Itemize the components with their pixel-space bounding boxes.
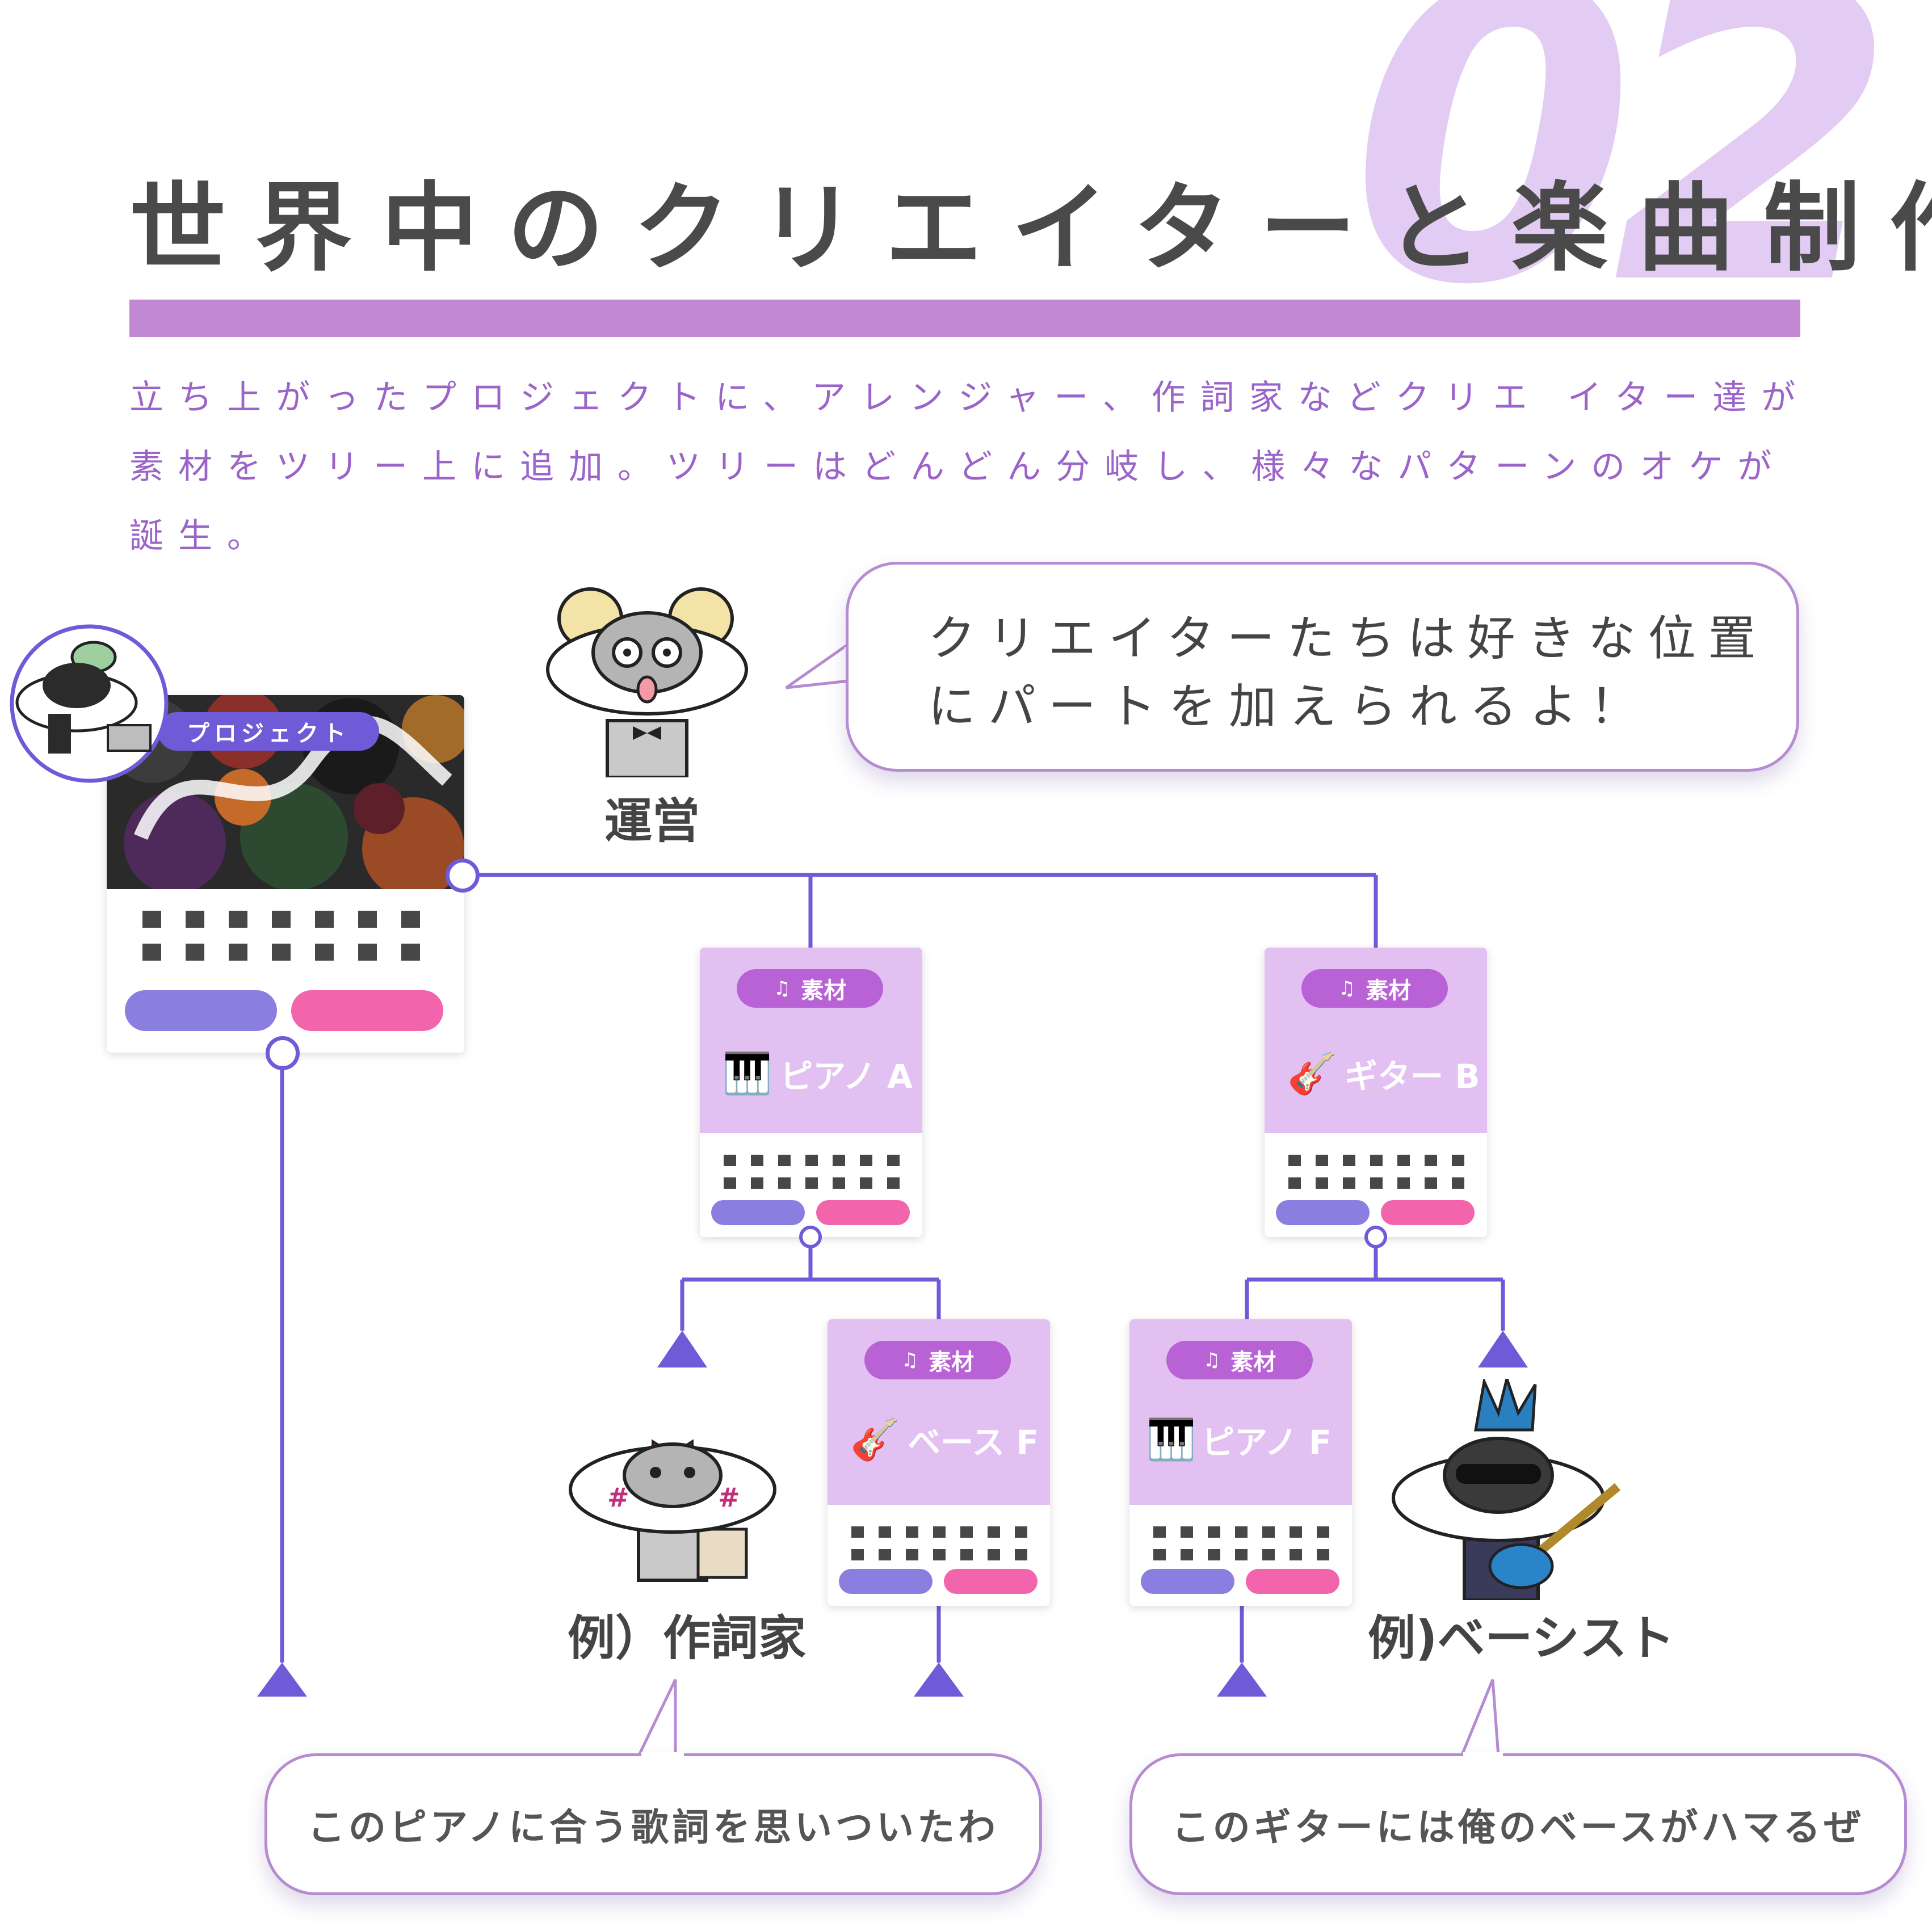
- material-tag: ♫ 素材: [1301, 969, 1448, 1008]
- pink-action-pill[interactable]: [1246, 1569, 1339, 1594]
- pink-action-pill[interactable]: [1381, 1200, 1475, 1225]
- operator-label: 運営: [604, 793, 700, 849]
- lyricist-label: 例）作詞家: [568, 1610, 807, 1666]
- section-number: 02: [1351, 0, 1897, 374]
- branch-arrow: [914, 1663, 964, 1697]
- page-title: 世界中のクリエイターと楽曲制作: [129, 172, 1932, 285]
- material-tag: ♫ 素材: [737, 969, 883, 1008]
- project-tag: プロジェクト: [158, 712, 379, 751]
- lyricist-speech-text: このピアノに合う歌詞を思いついたわ: [307, 1806, 999, 1849]
- part-name: ベース F: [908, 1423, 1039, 1462]
- branch-arrow: [1478, 1331, 1528, 1367]
- material-placeholder-dots: [851, 1526, 1027, 1560]
- project-placeholder-dots: [142, 911, 420, 961]
- speech-bubble-tail: [785, 641, 851, 689]
- material-card-piano-a[interactable]: ♫ 素材 🎹 ピアノ A: [700, 948, 922, 1237]
- pink-action-pill[interactable]: [944, 1569, 1038, 1594]
- lyricist-mascot-illustration: # #: [569, 1439, 776, 1582]
- branch-arrow: [1217, 1663, 1267, 1697]
- pink-action-pill[interactable]: [816, 1200, 910, 1225]
- tree-node: [799, 1226, 822, 1248]
- pink-action-pill[interactable]: [291, 990, 443, 1031]
- svg-text:#: #: [607, 1482, 629, 1513]
- material-placeholder-dots: [1153, 1526, 1329, 1560]
- material-tag-label: 素材: [1230, 1349, 1276, 1375]
- operator-speech-text: クリエイターたちは好きな位置にパートを加えられるよ！: [928, 611, 1769, 734]
- material-card-bass-f[interactable]: ♫ 素材 🎸 ベース F: [828, 1319, 1050, 1606]
- guitar-icon: 🎸: [1287, 1050, 1337, 1097]
- score-icon: ♫: [1338, 977, 1356, 1000]
- lyricist-speech-bubble: このピアノに合う歌詞を思いついたわ: [264, 1753, 1042, 1895]
- guitar-icon: 🎸: [850, 1416, 900, 1463]
- bassist-mascot-illustration: [1392, 1379, 1621, 1600]
- piano-icon: 🎹: [1146, 1416, 1196, 1463]
- score-icon: ♫: [901, 1349, 919, 1371]
- title-underline: [129, 300, 1800, 337]
- material-card-guitar-b[interactable]: ♫ 素材 🎸 ギター B: [1265, 948, 1487, 1237]
- material-tag-label: 素材: [801, 978, 847, 1004]
- bassist-label: 例)ベーシスト: [1368, 1610, 1675, 1666]
- material-tag-label: 素材: [929, 1349, 975, 1375]
- tree-node: [266, 1036, 300, 1070]
- operator-mascot-illustration: [546, 587, 748, 777]
- material-tag: ♫ 素材: [1166, 1341, 1313, 1379]
- score-icon: ♫: [773, 977, 791, 1000]
- speech-bubble-tail: [1459, 1679, 1500, 1758]
- material-tag: ♫ 素材: [864, 1341, 1011, 1379]
- score-icon: ♫: [1203, 1349, 1221, 1371]
- bassist-speech-bubble: このギターには俺のベースがハマるぜ: [1129, 1753, 1907, 1895]
- branch-arrow: [257, 1663, 307, 1697]
- material-placeholder-dots: [1288, 1155, 1464, 1189]
- tree-node: [446, 859, 480, 893]
- material-tag-label: 素材: [1366, 978, 1412, 1004]
- part-name: ギター B: [1345, 1057, 1480, 1096]
- branch-arrow: [657, 1331, 707, 1367]
- project-card[interactable]: プロジェクト: [107, 695, 464, 1053]
- svg-text:#: #: [718, 1482, 740, 1513]
- bassist-speech-text: このギターには俺のベースがハマるぜ: [1171, 1806, 1865, 1849]
- part-name: ピアノ A: [780, 1057, 913, 1096]
- piano-icon: 🎹: [723, 1050, 772, 1097]
- material-card-piano-f[interactable]: ♫ 素材 🎹 ピアノ F: [1129, 1319, 1352, 1606]
- purple-action-pill[interactable]: [839, 1569, 933, 1594]
- tail-join: [1463, 1752, 1503, 1759]
- material-placeholder-dots: [724, 1155, 900, 1189]
- creator-avatar: [10, 624, 169, 783]
- purple-action-pill[interactable]: [711, 1200, 805, 1225]
- tail-join: [641, 1752, 684, 1759]
- purple-action-pill[interactable]: [1141, 1569, 1234, 1594]
- lead-text: 立ち上がったプロジェクトに、アレンジャー、作詞家などクリエ イター達が素材をツリ…: [129, 378, 1811, 556]
- part-name: ピアノ F: [1202, 1423, 1332, 1462]
- operator-speech-bubble: クリエイターたちは好きな位置にパートを加えられるよ！: [846, 562, 1799, 772]
- purple-action-pill[interactable]: [1276, 1200, 1370, 1225]
- speech-bubble-tail: [636, 1678, 677, 1758]
- tree-node: [1364, 1226, 1387, 1248]
- purple-action-pill[interactable]: [125, 990, 277, 1031]
